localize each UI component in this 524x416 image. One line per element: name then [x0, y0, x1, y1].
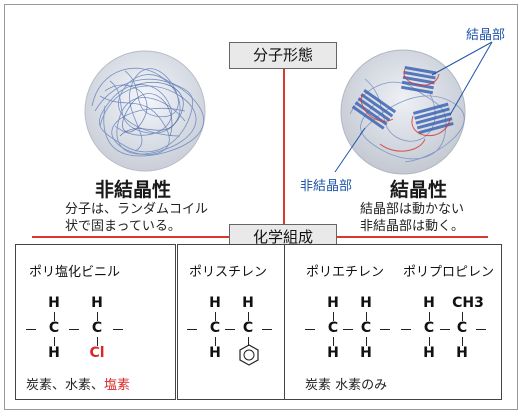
- amorphous-desc-line2: 状で固まっている。: [65, 219, 181, 234]
- pvc-element-note: 炭素、水素、塩素: [26, 378, 131, 393]
- pe-pp-element-note: 炭素 水素のみ: [305, 378, 388, 393]
- benzene-ring-icon: [239, 344, 259, 366]
- pp-name: ポリプロピレン: [403, 265, 495, 280]
- polymers-box: [177, 244, 502, 400]
- pe-name: ポリエチレン: [306, 265, 385, 280]
- ps-pe-divider: [284, 244, 285, 400]
- ps-name: ポリスチレン: [189, 265, 268, 280]
- pvc-box: [15, 244, 176, 400]
- crystalline-title: 結晶性: [390, 179, 448, 201]
- amorphous-title: 非結晶性: [95, 179, 172, 201]
- crystalline-desc-line1: 結晶部は動かない: [360, 202, 465, 217]
- label-crystal-part: 結晶部: [466, 28, 506, 43]
- amorphous-desc-line1: 分子は、ランダムコイル: [65, 202, 209, 217]
- section-title-morphology: 分子形態: [229, 42, 337, 69]
- label-noncrystal-part: 非結晶部: [300, 179, 353, 194]
- vertical-divider: [283, 54, 285, 234]
- amorphous-molecule-illustration: [84, 50, 206, 172]
- pvc-name: ポリ塩化ビニル: [29, 265, 121, 280]
- crystalline-molecule-illustration: [340, 49, 466, 175]
- diagram-frame: [4, 4, 518, 410]
- crystalline-desc-line2: 非結晶部は動く。: [360, 219, 465, 234]
